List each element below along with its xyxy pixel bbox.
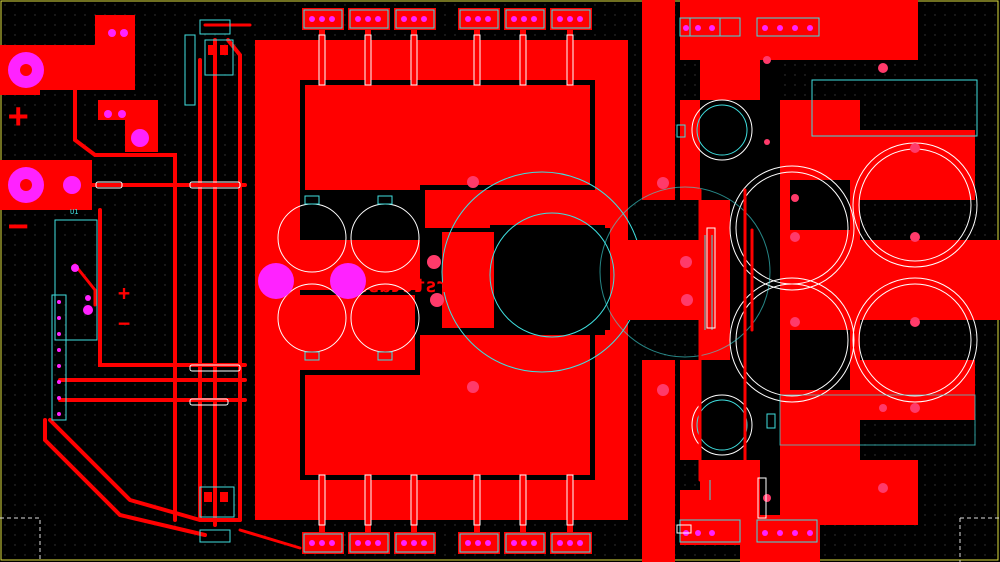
input-section: + − + − U1 — [0, 15, 252, 543]
svg-text:U1: U1 — [70, 208, 78, 216]
driver-ic-outline — [54, 219, 98, 341]
minus-label-small: − — [118, 311, 130, 335]
output-cap-4 — [858, 283, 972, 397]
top-mosfet-row — [302, 8, 592, 88]
sense-pad[interactable] — [131, 129, 149, 147]
transformer-section: FirstClass M — [238, 8, 643, 554]
board-title-mirrored: FirstClass — [357, 275, 471, 297]
output-section — [599, 0, 1000, 562]
plus-label-small: + — [118, 281, 130, 305]
plus-label: + — [8, 96, 28, 136]
minus-label: − — [8, 206, 28, 246]
core-pin-left[interactable] — [258, 263, 294, 299]
svg-text:M: M — [462, 251, 466, 259]
core-pin-right[interactable] — [330, 263, 366, 299]
bottom-mosfet-row — [302, 472, 592, 554]
